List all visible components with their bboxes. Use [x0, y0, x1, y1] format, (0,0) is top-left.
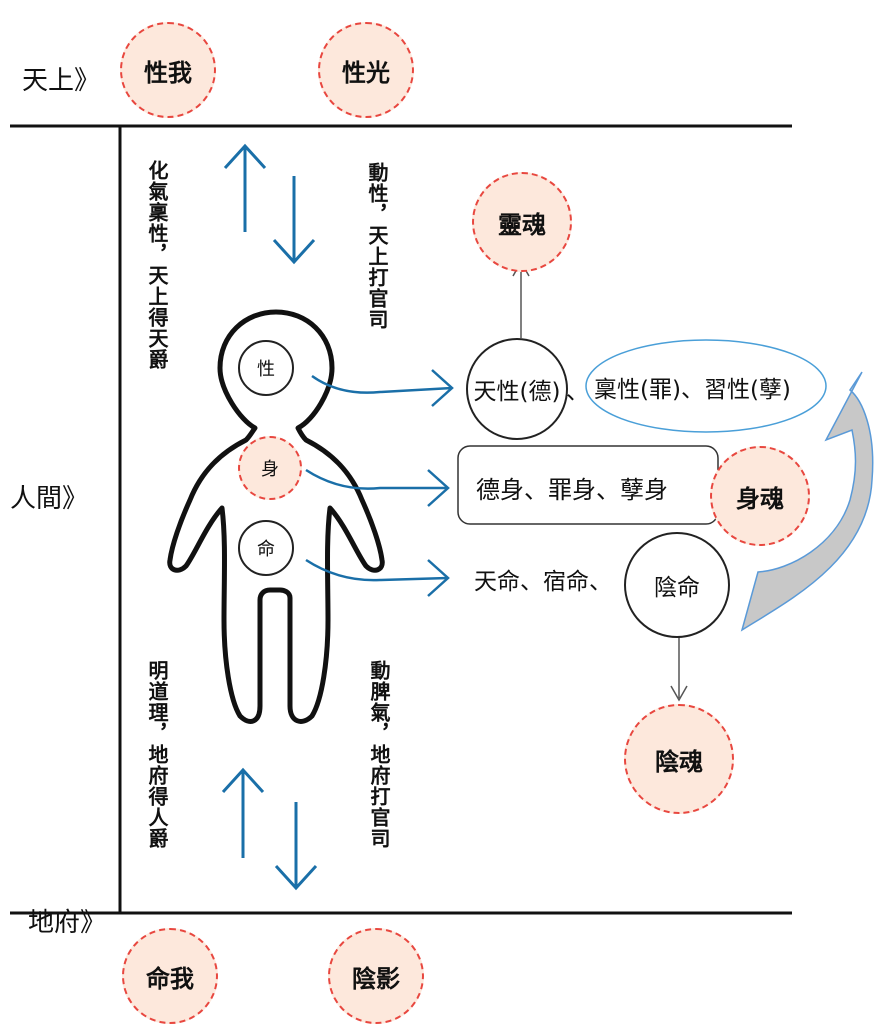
- lower-left-vertical-text: 明道理，地府得人爵: [145, 660, 169, 849]
- body-row-text: 德身、罪身、孽身: [476, 476, 668, 504]
- arrow-body: [305, 468, 448, 490]
- top-circle-nature-self: 性我: [120, 22, 216, 118]
- upper-left-vertical-text: 化氣稟性，天上得天爵: [145, 160, 169, 370]
- yin-fate-circle: 陰命: [624, 532, 730, 638]
- realm-heaven-label: 天上》: [22, 66, 101, 96]
- human-body-outline: [167, 309, 385, 724]
- innate-habit-nature-text: 稟性(罪)、習性(孽): [594, 377, 791, 403]
- lower-up-arrow: [221, 767, 265, 858]
- yin-soul-circle: 陰魂: [624, 704, 734, 814]
- arrow-fate: [305, 558, 449, 582]
- cycle-arrow: [740, 371, 874, 632]
- arrow-to-spirit-soul: [512, 260, 530, 338]
- body-part-nature: 性: [238, 340, 294, 396]
- realm-human-label: 人間》: [10, 484, 89, 514]
- top-circle-nature-light: 性光: [318, 22, 414, 118]
- nature-separator: 、: [566, 379, 589, 405]
- upper-down-arrow: [272, 176, 316, 265]
- upper-up-arrow: [223, 143, 267, 232]
- body-part-fate: 命: [238, 520, 294, 576]
- heavenly-nature-circle: 天性(德): [466, 338, 568, 440]
- arrow-nature: [311, 374, 453, 394]
- spirit-soul-circle: 靈魂: [472, 172, 572, 272]
- body-part-body: 身: [238, 436, 302, 500]
- arrow-to-yin-soul: [670, 632, 688, 702]
- lower-right-vertical-text: 動脾氣，地府打官司: [367, 660, 391, 849]
- bottom-circle-fate-self: 命我: [122, 928, 218, 1024]
- lower-down-arrow: [274, 802, 318, 891]
- realm-underworld-label: 地府》: [28, 908, 107, 938]
- ellipse-innate-habit: [585, 339, 827, 433]
- upper-right-vertical-text: 動性，天上打官司: [365, 162, 389, 330]
- fate-row-text: 天命、宿命、: [474, 569, 612, 595]
- body-soul-circle: 身魂: [710, 446, 810, 546]
- bottom-circle-shadow: 陰影: [328, 928, 424, 1024]
